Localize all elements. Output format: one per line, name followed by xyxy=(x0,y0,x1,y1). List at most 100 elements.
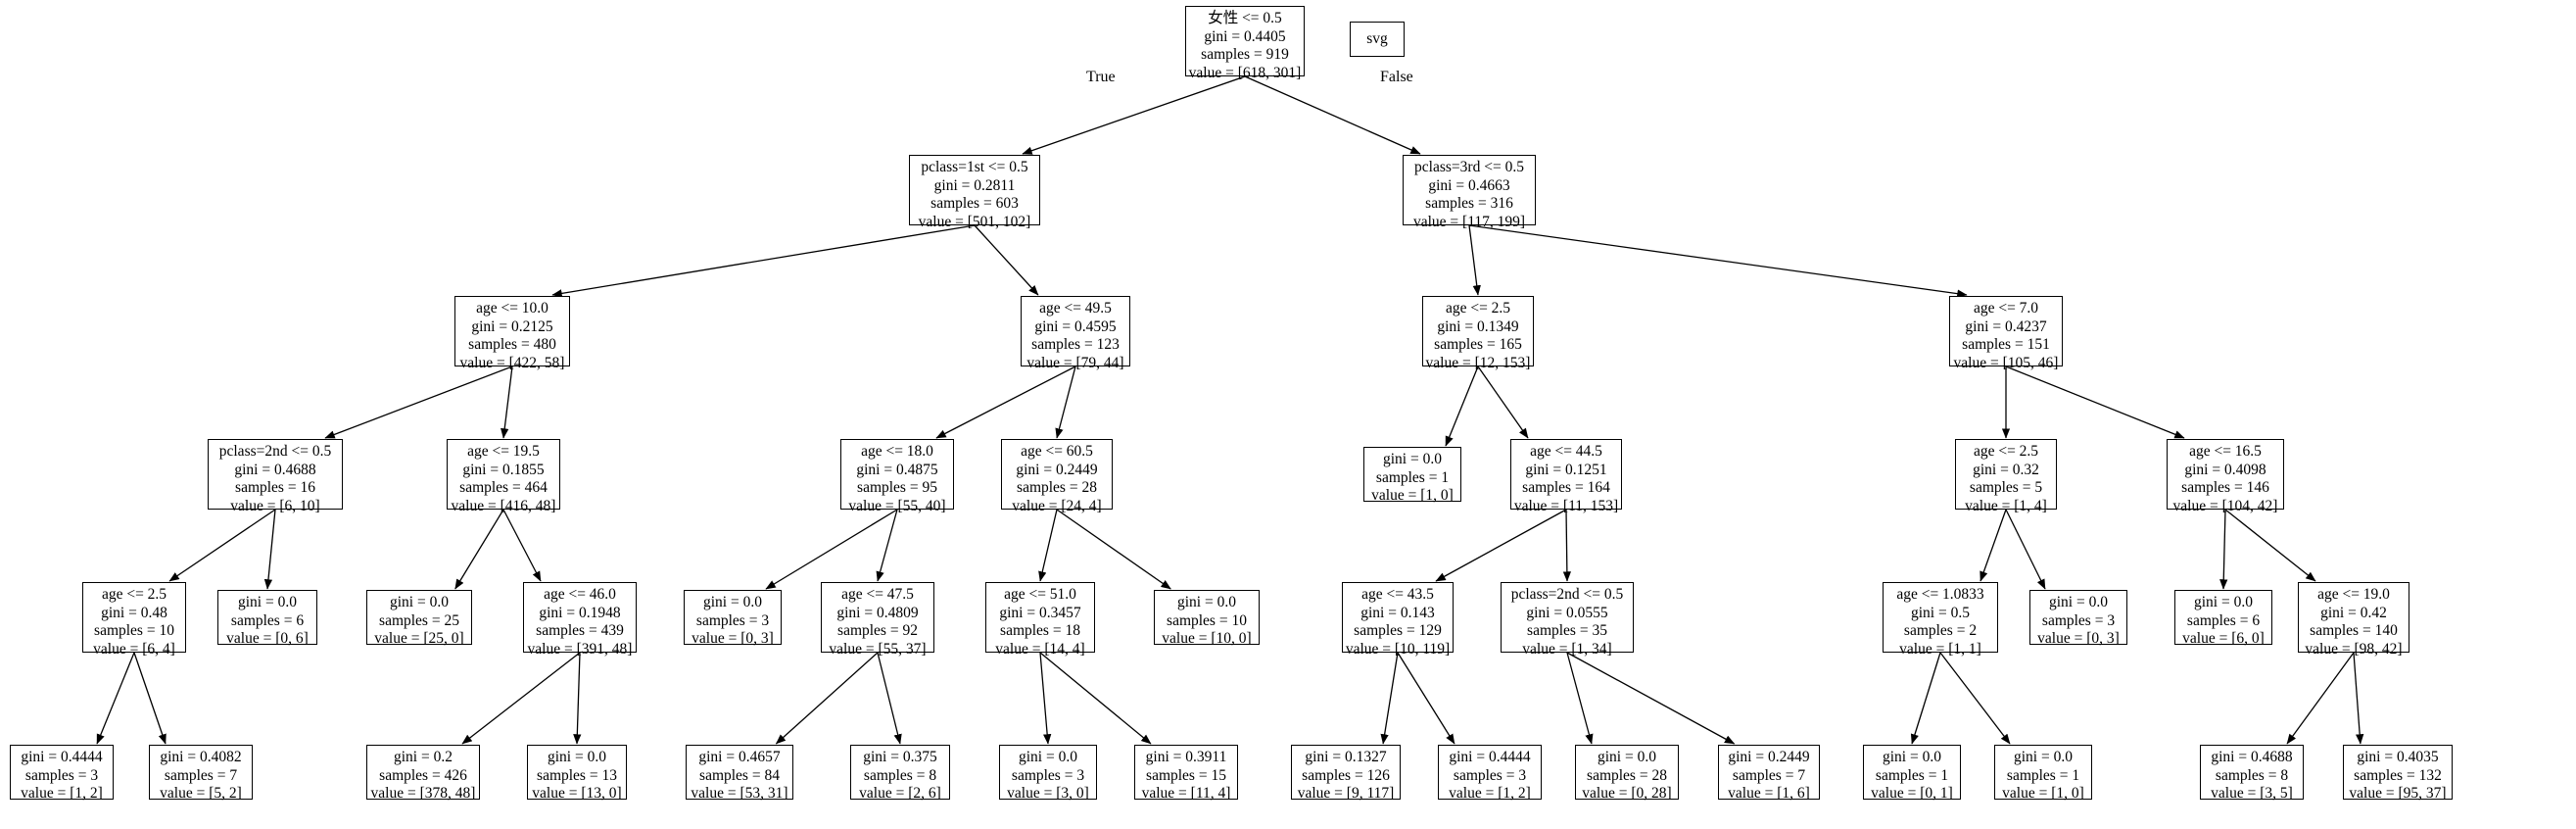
node-line: gini = 0.1349 xyxy=(1437,317,1519,335)
node-line: gini = 0.0 xyxy=(2014,749,2073,765)
node-line: samples = 15 xyxy=(1146,766,1226,784)
node-line: value = [11, 4] xyxy=(1141,785,1231,802)
node-line: samples = 35 xyxy=(1527,622,1607,639)
node-line: age <= 7.0 xyxy=(1973,300,2039,317)
node-line: age <= 19.0 xyxy=(2317,586,2390,603)
node-line: value = [1, 0] xyxy=(2002,785,2084,802)
svg-legend-label: svg xyxy=(1366,29,1388,47)
node-line: value = [10, 119] xyxy=(1345,640,1451,658)
node-line: samples = 164 xyxy=(1522,479,1610,496)
node-line: gini = 0.0 xyxy=(390,594,449,610)
tree-edge xyxy=(876,509,898,582)
node-line: value = [98, 42] xyxy=(2305,640,2403,658)
node-line: samples = 1 xyxy=(1875,766,1949,784)
tree-edge xyxy=(1397,652,1455,745)
tree-edge xyxy=(1038,509,1058,582)
node-line: age <= 46.0 xyxy=(544,586,616,603)
node-line: gini = 0.3911 xyxy=(1145,749,1227,765)
node-line: age <= 16.5 xyxy=(2189,443,2262,460)
node-line: samples = 3 xyxy=(1453,766,1527,784)
tree-edge xyxy=(1477,366,1529,439)
node-line: samples = 3 xyxy=(2041,611,2116,629)
node-line: pclass=3rd <= 0.5 xyxy=(1414,159,1524,175)
node-line: value = [5, 2] xyxy=(160,785,242,802)
node-line: age <= 44.5 xyxy=(1530,443,1602,460)
node-line: gini = 0.2 xyxy=(394,749,453,765)
node-line: samples = 84 xyxy=(699,766,780,784)
node-line: value = [3, 5] xyxy=(2211,785,2293,802)
node-line: samples = 2 xyxy=(1903,622,1978,639)
node-line: samples = 126 xyxy=(1302,766,1390,784)
node-line: value = [55, 40] xyxy=(848,497,946,514)
node-line: value = [1, 2] xyxy=(21,785,103,802)
node-line: age <= 51.0 xyxy=(1004,586,1076,603)
tree-edge xyxy=(454,509,504,590)
node-line: value = [1, 0] xyxy=(1371,487,1454,504)
node-line: pclass=2nd <= 0.5 xyxy=(218,443,332,460)
node-line: samples = 7 xyxy=(164,766,238,784)
node-line: value = [6, 10] xyxy=(230,497,320,514)
node-line: gini = 0.4082 xyxy=(160,749,242,765)
node-line: value = [12, 153] xyxy=(1425,354,1531,371)
node-line: samples = 6 xyxy=(2186,611,2261,629)
node-line: value = [0, 1] xyxy=(1871,785,1953,802)
node-line: gini = 0.0 xyxy=(238,594,297,610)
node-line: samples = 92 xyxy=(837,622,918,639)
tree-edge xyxy=(263,509,276,590)
node-line: value = [378, 48] xyxy=(370,785,476,802)
node-line: gini = 0.32 xyxy=(1973,461,2039,478)
node-line: samples = 6 xyxy=(230,611,305,629)
node-line: gini = 0.0 xyxy=(1019,749,1077,765)
node-line: gini = 0.4405 xyxy=(1204,27,1286,45)
node-line: gini = 0.0 xyxy=(548,749,606,765)
node-line: value = [24, 4] xyxy=(1012,497,1102,514)
node-line: samples = 28 xyxy=(1017,479,1097,496)
node-line: value = [1, 1] xyxy=(1899,640,1981,658)
